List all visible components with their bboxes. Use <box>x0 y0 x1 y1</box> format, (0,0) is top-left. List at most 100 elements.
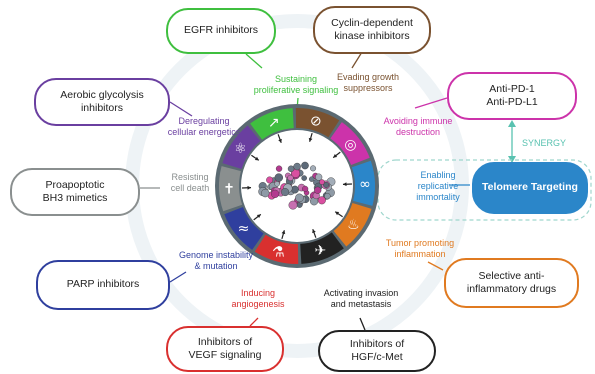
inward-arrow-head <box>256 214 261 219</box>
synergy-arrow-head-top <box>508 120 516 127</box>
tumor-cell <box>275 165 283 172</box>
inward-arrow-head <box>333 153 338 158</box>
ring-center <box>241 130 353 242</box>
dna-icon: ≈ <box>238 221 250 237</box>
segment-inducing <box>254 234 299 264</box>
connector-hgf <box>359 317 366 331</box>
connector-egfr <box>245 53 263 69</box>
tumor-cell <box>324 192 331 200</box>
connector-aerobic <box>169 101 193 117</box>
arrow-up-icon: ↗ <box>268 115 280 131</box>
connector-vegf <box>249 317 259 327</box>
hallmark-enabling: Enabling replicative immortality <box>416 170 460 202</box>
therapy-label: Anti-PD-1 Anti-PD-L1 <box>486 82 538 108</box>
inward-arrow-head <box>247 185 252 190</box>
target-icon: ◎ <box>344 137 356 153</box>
telomere-highlight-frame <box>377 159 592 221</box>
tumor-cell <box>308 176 315 182</box>
therapy-antipd: Anti-PD-1 Anti-PD-L1 <box>447 72 577 120</box>
segment-deregulating <box>222 125 261 169</box>
segment-activating <box>300 232 344 264</box>
tumor-cell <box>261 188 270 198</box>
connector-cdk <box>351 51 363 69</box>
tumor-cell <box>281 188 290 197</box>
inward-arrow-head <box>278 138 282 143</box>
therapy-aerobic: Aerobic glycolysis inhibitors <box>34 78 170 126</box>
hallmark-deregulating: Deregulating cellular energetics <box>167 116 241 137</box>
infinity-icon: ∞ <box>359 177 371 193</box>
therapy-label: Inhibitors of VEGF signaling <box>188 335 262 361</box>
segment-sustaining <box>250 108 294 140</box>
hallmark-inducing: Inducing angiogenesis <box>231 288 285 309</box>
no-entry-icon: ⊘ <box>310 114 322 130</box>
therapy-label: PARP inhibitors <box>66 278 140 291</box>
tumor-cell <box>274 173 284 182</box>
tumor-cell <box>287 174 294 182</box>
hallmark-segments <box>218 108 375 264</box>
therapy-hgf: Inhibitors of HGF/c-Met <box>318 330 436 372</box>
therapy-egfr: EGFR inhibitors <box>166 8 276 54</box>
tumor-cell-cluster <box>258 161 336 210</box>
hallmark-tumor: Tumor promoting inflammation <box>385 238 455 259</box>
therapy-label: Selective anti- inflammatory drugs <box>466 269 557 295</box>
cross-icon: ✝ <box>223 181 235 197</box>
tumor-cell <box>323 181 330 188</box>
hallmark-activating: Activating invasion and metastasis <box>323 288 399 309</box>
rocket-icon: ✈ <box>314 243 326 259</box>
tumor-cell <box>314 186 322 194</box>
tumor-cell <box>291 185 299 194</box>
tumor-cell <box>319 179 325 185</box>
hallmark-resisting: Resisting cell death <box>170 172 210 193</box>
tumor-cell <box>287 165 295 173</box>
segment-evading <box>295 108 340 138</box>
tumor-cell <box>315 173 323 181</box>
connector-antiinflam <box>427 261 444 271</box>
tumor-cell <box>270 189 280 198</box>
hallmark-genome: Genome instability & mutation <box>178 250 254 271</box>
tumor-cell <box>317 196 326 205</box>
inward-arrow-head <box>308 137 313 142</box>
hallmark-evading: Evading growth suppressors <box>336 72 400 93</box>
inward-arrow-head <box>254 156 259 161</box>
therapy-antiinflam: Selective anti- inflammatory drugs <box>444 258 579 308</box>
flask-icon: ⚗ <box>272 244 285 260</box>
tumor-cell <box>302 185 309 192</box>
therapy-label: Inhibitors of HGF/c-Met <box>349 337 405 363</box>
segment-tumor <box>333 203 372 247</box>
therapy-cdk: Cyclin-dependent kinase inhibitors <box>313 6 431 54</box>
tumor-cell <box>301 175 307 181</box>
tumor-cell <box>288 200 298 210</box>
therapy-label: Telomere Targeting <box>482 181 578 194</box>
inward-arrow-head <box>312 229 316 234</box>
hallmark-icons: ↗ ⊘ ◎ ∞ ♨ ✈ ⚗ ≈ ✝ ⚛ <box>223 114 371 261</box>
therapy-label: Cyclin-dependent kinase inhibitors <box>331 16 413 42</box>
tumor-cell <box>301 161 309 170</box>
inward-arrow-head <box>281 230 286 235</box>
synergy-label: SYNERGY <box>522 138 567 148</box>
therapy-label: Proapoptotic BH3 mimetics <box>42 178 108 204</box>
therapy-vegf: Inhibitors of VEGF signaling <box>166 326 284 372</box>
atom-icon: ⚛ <box>234 141 247 157</box>
tumor-cell <box>274 181 280 187</box>
segment-avoiding <box>330 122 370 166</box>
therapy-parp: PARP inhibitors <box>36 260 170 310</box>
segment-resisting <box>218 166 243 212</box>
segment-enabling <box>351 160 375 206</box>
tumor-cell <box>266 176 274 184</box>
connector-antipd <box>414 97 448 109</box>
tumor-cell <box>293 162 301 171</box>
therapy-telomere: Telomere Targeting <box>472 162 588 214</box>
flame-icon: ♨ <box>347 217 360 233</box>
therapy-label: EGFR inhibitors <box>183 24 259 37</box>
therapy-bh3: Proapoptotic BH3 mimetics <box>10 168 140 216</box>
inward-arrow-head <box>335 211 340 216</box>
therapy-label: Aerobic glycolysis inhibitors <box>60 88 144 114</box>
hallmark-avoiding: Avoiding immune destruction <box>383 116 453 137</box>
inward-arrows <box>242 132 352 240</box>
tumor-cell <box>310 165 317 172</box>
segment-genome <box>224 206 264 250</box>
tumor-cell <box>295 193 304 203</box>
inward-arrow-head <box>342 182 347 187</box>
hallmark-sustaining: Sustaining proliferative signaling <box>253 74 339 95</box>
